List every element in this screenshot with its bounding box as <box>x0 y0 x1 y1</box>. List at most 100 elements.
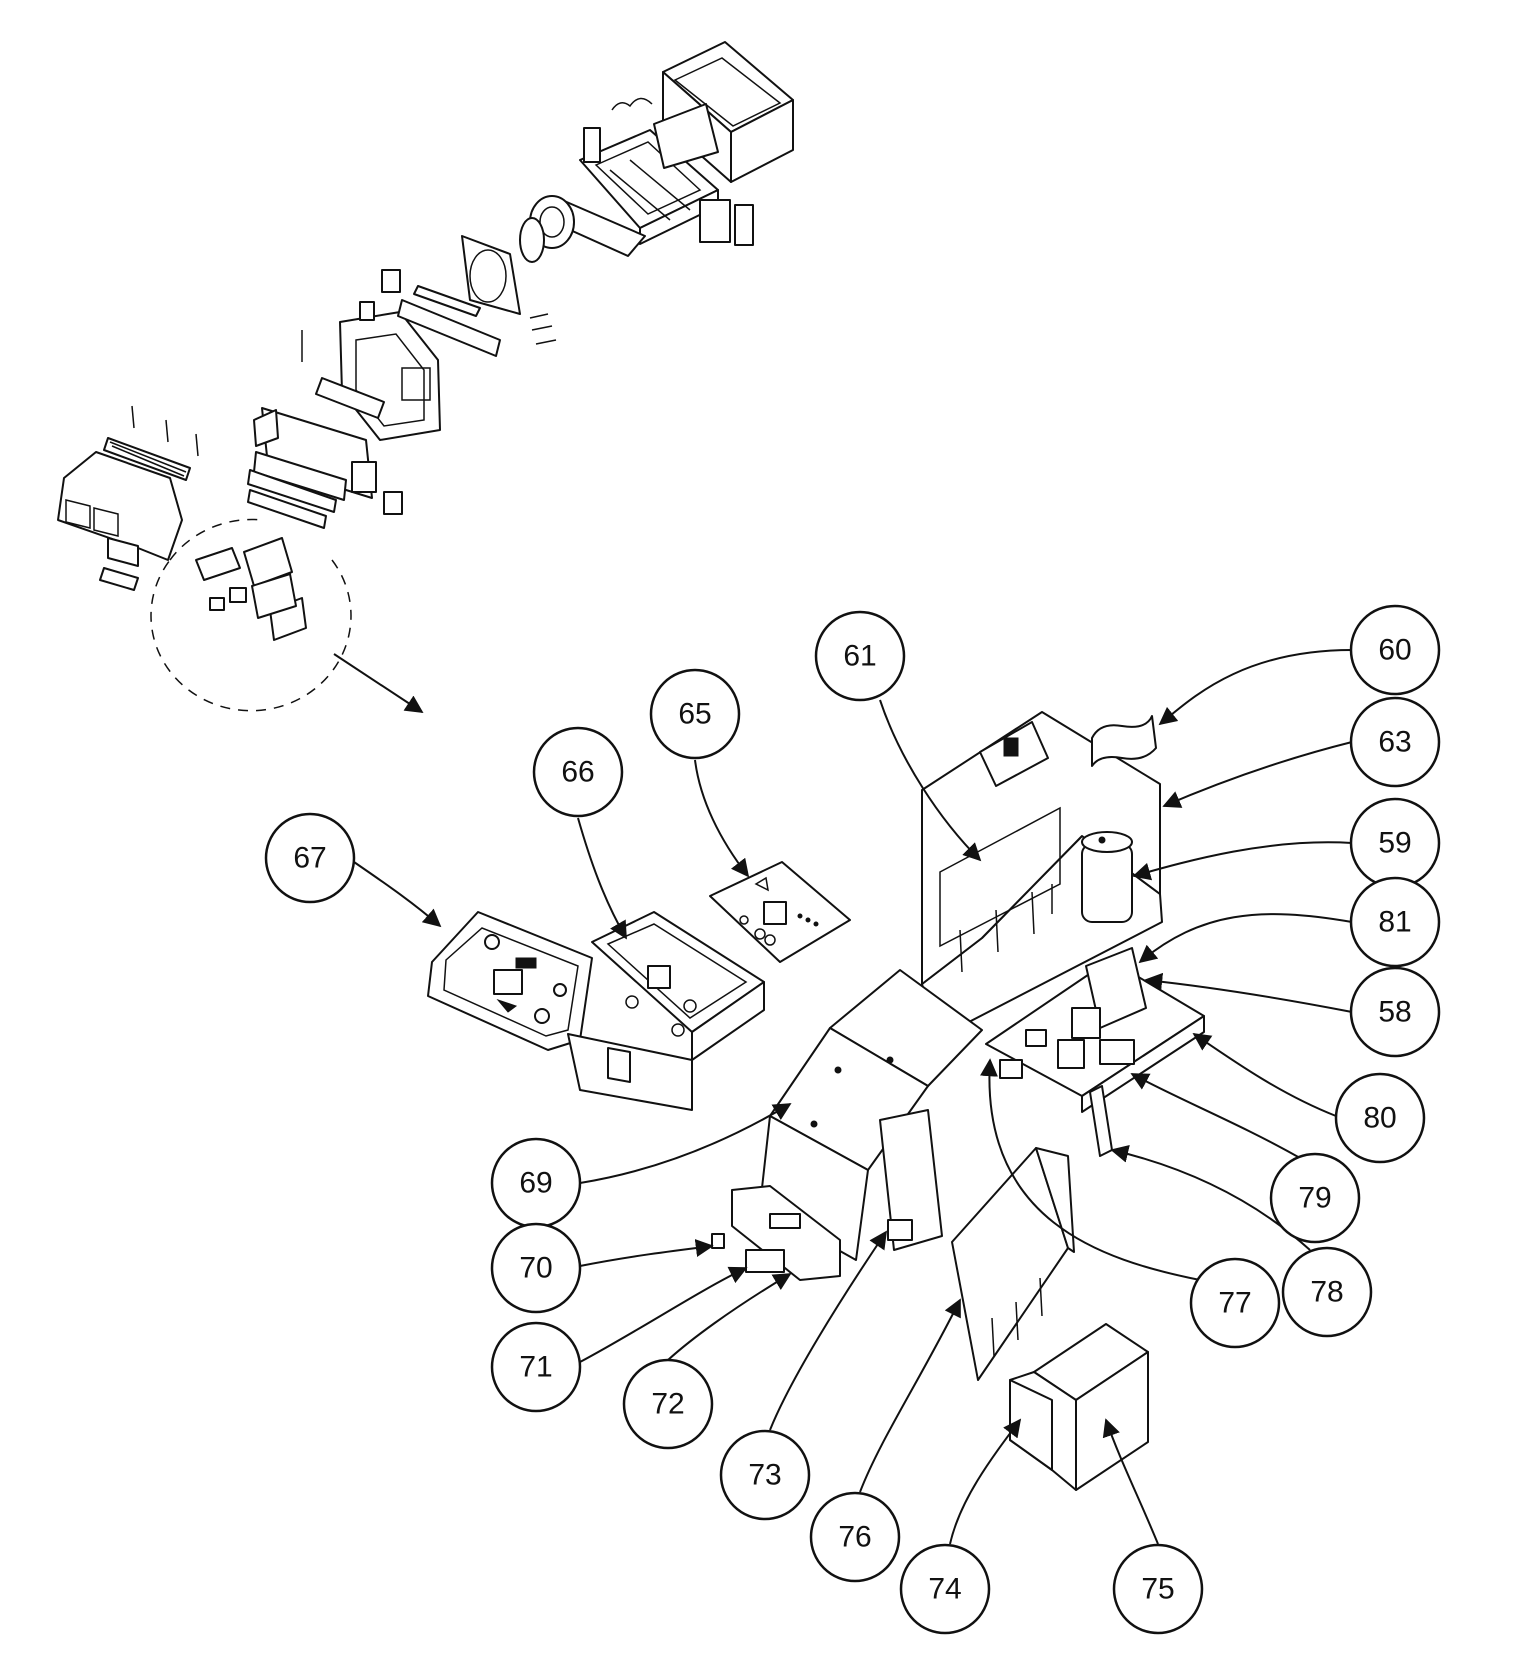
fan-coil <box>461 195 754 345</box>
control-housing-66 <box>567 911 765 1111</box>
callout-label-71: 71 <box>519 1351 552 1384</box>
callout-label-75: 75 <box>1141 1573 1174 1606</box>
chassis-rear <box>579 97 719 245</box>
callout-label-58: 58 <box>1378 996 1411 1029</box>
callout-circle-74 <box>899 1543 991 1635</box>
callout-circle-71 <box>490 1321 582 1413</box>
callout-66: 66 <box>532 726 624 818</box>
leader-line-74 <box>949 1418 1022 1545</box>
detail-circle <box>150 518 352 712</box>
callout-label-74: 74 <box>928 1573 961 1606</box>
callout-circle-77 <box>1189 1257 1281 1349</box>
callout-label-81: 81 <box>1378 906 1411 939</box>
callout-circle-73 <box>719 1429 811 1521</box>
callout-label-73: 73 <box>748 1459 781 1492</box>
front-bulkhead <box>247 407 403 529</box>
callout-78: 78 <box>1281 1246 1373 1338</box>
leader-line-66 <box>577 817 627 940</box>
leader-line-60 <box>1158 649 1353 726</box>
callout-73: 73 <box>719 1429 811 1521</box>
strip-78 <box>1089 1085 1113 1157</box>
leader-line-59 <box>1132 841 1353 881</box>
callout-77: 77 <box>1189 1257 1281 1349</box>
callout-circle-58 <box>1349 966 1441 1058</box>
callout-60: 60 <box>1349 604 1441 696</box>
leader-line-61 <box>879 699 982 862</box>
leader-line-75 <box>1102 1418 1159 1545</box>
callout-circle-80 <box>1334 1072 1426 1164</box>
leader-lines <box>353 649 1353 1545</box>
leader-line-71 <box>579 1266 748 1363</box>
callout-61: 61 <box>814 610 906 702</box>
callout-circle-72 <box>622 1358 714 1450</box>
leader-line-77 <box>980 1058 1201 1281</box>
callout-65: 65 <box>649 668 741 760</box>
control-board-65 <box>709 861 851 963</box>
leader-line-65 <box>694 759 750 878</box>
callout-label-63: 63 <box>1378 726 1411 759</box>
callout-63: 63 <box>1349 696 1441 788</box>
callout-label-80: 80 <box>1363 1102 1396 1135</box>
callout-label-67: 67 <box>293 842 326 875</box>
callout-bubbles: 58 59 60 61 63 65 66 67 69 70 71 72 73 74 75 76 77 78 79 80… <box>264 604 1441 1635</box>
leader-line-67 <box>353 861 442 928</box>
leader-line-72 <box>667 1273 792 1361</box>
control-panel-61-63 <box>921 711 1163 1039</box>
callout-circle-65 <box>649 668 741 760</box>
leader-line-58 <box>1144 972 1353 1013</box>
callout-70: 70 <box>490 1222 582 1314</box>
callout-label-72: 72 <box>651 1388 684 1421</box>
leader-line-80 <box>1192 1032 1337 1117</box>
leader-line-70 <box>579 1239 714 1267</box>
callout-label-77: 77 <box>1218 1287 1251 1320</box>
callout-circle-61 <box>814 610 906 702</box>
leader-line-81 <box>1138 913 1353 964</box>
callout-67: 67 <box>264 812 356 904</box>
electrical-box-74-75 <box>1009 1323 1149 1491</box>
callout-74: 74 <box>899 1543 991 1635</box>
control-cover-67 <box>427 911 593 1051</box>
callout-81: 81 <box>1349 876 1441 968</box>
leader-line-76 <box>859 1298 961 1493</box>
callout-label-79: 79 <box>1298 1182 1331 1215</box>
callout-71: 71 <box>490 1321 582 1413</box>
callout-label-69: 69 <box>519 1167 552 1200</box>
callout-69: 69 <box>490 1137 582 1229</box>
callout-circle-70 <box>490 1222 582 1314</box>
callout-label-60: 60 <box>1378 634 1411 667</box>
panel-76 <box>951 1147 1075 1381</box>
callout-59: 59 <box>1349 797 1441 889</box>
callout-circle-63 <box>1349 696 1441 788</box>
callout-label-70: 70 <box>519 1252 552 1285</box>
callout-circle-76 <box>809 1491 901 1583</box>
side-panel-73 <box>879 1109 943 1251</box>
callout-label-78: 78 <box>1310 1276 1343 1309</box>
callout-circle-75 <box>1112 1543 1204 1635</box>
callout-label-59: 59 <box>1378 827 1411 860</box>
front-cover <box>57 405 199 591</box>
callout-80: 80 <box>1334 1072 1426 1164</box>
callout-circle-81 <box>1349 876 1441 968</box>
callout-label-66: 66 <box>561 756 594 789</box>
callout-75: 75 <box>1112 1543 1204 1635</box>
callout-circle-67 <box>264 812 356 904</box>
callout-label-65: 65 <box>678 698 711 731</box>
partition-panel <box>301 269 501 441</box>
leader-line-63 <box>1162 741 1353 808</box>
callout-label-61: 61 <box>843 640 876 673</box>
overview-assembly <box>57 41 794 713</box>
leader-line-79 <box>1130 1073 1301 1159</box>
component-plate-58-80-81 <box>985 947 1205 1113</box>
callout-76: 76 <box>809 1491 901 1583</box>
callout-circle-78 <box>1281 1246 1373 1338</box>
callout-72: 72 <box>622 1358 714 1450</box>
callout-79: 79 <box>1269 1152 1361 1244</box>
callout-58: 58 <box>1349 966 1441 1058</box>
callout-circle-79 <box>1269 1152 1361 1244</box>
callout-label-76: 76 <box>838 1521 871 1554</box>
callout-circle-66 <box>532 726 624 818</box>
callout-circle-60 <box>1349 604 1441 696</box>
bracket-72 <box>711 1185 841 1281</box>
